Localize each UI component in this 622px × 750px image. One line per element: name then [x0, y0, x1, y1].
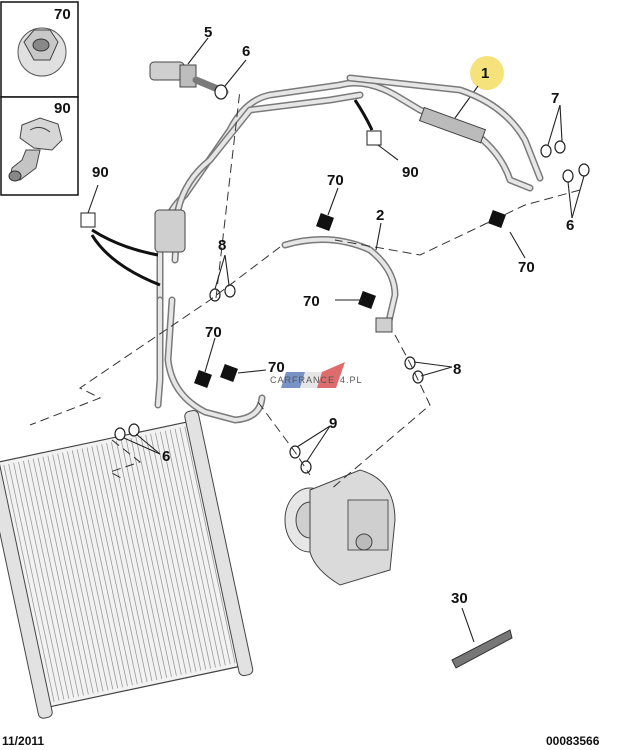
flag-red — [317, 362, 345, 388]
condenser-fin — [22, 460, 75, 698]
condenser-fin — [174, 428, 226, 666]
callout-90-left: 90 — [92, 164, 109, 181]
flag-blue — [281, 372, 305, 388]
hose-2 — [281, 236, 399, 333]
condenser-fin — [140, 435, 192, 673]
callout-1: 1 — [481, 65, 489, 82]
footer-reference: 00083566 — [546, 734, 600, 748]
condenser-fin — [91, 446, 143, 684]
callout-70-inset: 70 — [54, 6, 71, 23]
callout-90-inset: 90 — [54, 100, 71, 117]
callout-8-left: 8 — [218, 237, 226, 254]
hose-90-marker-right — [366, 130, 382, 146]
pipe-assembly-1 — [149, 61, 544, 424]
assembly-dashed-lines — [29, 89, 581, 491]
condenser-fin — [47, 455, 99, 693]
condenser-fin — [76, 449, 128, 687]
watermark-text: CARFRANCE — [270, 375, 335, 385]
callout-70-b: 70 — [518, 259, 535, 276]
footer-date: 11/2011 — [2, 734, 44, 748]
condenser-fin — [106, 443, 158, 681]
callout-70-c: 70 — [303, 293, 320, 310]
callout-70-e: 70 — [268, 359, 285, 376]
callout-7: 7 — [551, 90, 559, 107]
clip-70-d — [194, 370, 212, 388]
callout-70-a: 70 — [327, 172, 344, 189]
condenser-fin — [67, 451, 119, 689]
nut-icon — [17, 27, 67, 77]
clip-70-a — [316, 213, 334, 231]
callout-90-right: 90 — [402, 164, 419, 181]
callout-5: 5 — [204, 24, 212, 41]
pressure-sensor-5 — [149, 61, 229, 96]
condenser-fin — [150, 433, 202, 671]
flag-white — [300, 372, 322, 388]
hose-90-left-b — [91, 228, 159, 257]
condenser-fin — [155, 432, 207, 670]
condenser-fin — [145, 434, 197, 672]
leader-lines — [87, 37, 585, 462]
carfrance-watermark: CARFRANCE 4.PL — [270, 362, 363, 388]
condenser-fin — [18, 461, 70, 699]
callout-1-highlight — [470, 56, 504, 90]
condenser-fin — [81, 448, 133, 686]
condenser-fin — [101, 444, 153, 682]
condenser-fin — [111, 442, 163, 679]
flexible-hose — [418, 106, 487, 144]
callout-30: 30 — [451, 590, 468, 607]
leader-1 — [454, 85, 479, 119]
condenser-fin — [96, 445, 148, 683]
condenser-fin — [13, 462, 65, 700]
receiver-dryer — [154, 209, 186, 253]
condenser-fin — [57, 453, 109, 691]
o-ring-6-top — [214, 84, 228, 100]
condenser — [0, 409, 254, 719]
condenser-fin — [179, 427, 231, 665]
callout-9: 9 — [329, 415, 337, 432]
condenser-fin — [27, 459, 79, 697]
condenser-fin — [120, 440, 172, 677]
callout-70-d: 70 — [205, 324, 222, 341]
condenser-fin — [3, 464, 55, 702]
callout-8-right: 8 — [453, 361, 461, 378]
clip-70-b — [488, 210, 506, 228]
inset-panel: 70 90 — [0, 1, 79, 196]
condenser-fin — [37, 457, 89, 695]
watermark-suffix: 4.PL — [340, 375, 363, 385]
condenser-fin — [184, 426, 236, 664]
callout-6-right: 6 — [566, 217, 574, 234]
condenser-fin — [125, 438, 177, 676]
condenser-fin — [169, 429, 221, 667]
condenser-fin — [52, 454, 104, 692]
pipe-clip-icon — [8, 117, 63, 182]
condenser-fin — [130, 437, 182, 675]
condenser-fin — [159, 431, 212, 669]
o-rings — [114, 84, 590, 474]
callout-6-top: 6 — [242, 43, 250, 60]
condenser-fin — [62, 452, 114, 690]
condenser-fin — [135, 436, 187, 674]
condenser-fins — [3, 426, 236, 702]
callout-2: 2 — [376, 207, 384, 224]
clip-70-c — [358, 291, 376, 309]
condenser-fin — [86, 447, 138, 685]
condenser-fin — [32, 458, 84, 696]
callout-6-bottom: 6 — [162, 448, 170, 465]
foam-strip-30: 30 — [451, 590, 513, 669]
condenser-fin — [115, 441, 168, 678]
hose-90-marker-left — [80, 212, 96, 228]
condenser-fin — [8, 463, 60, 701]
hose-90-left-a — [90, 234, 161, 287]
condenser-fin — [71, 450, 124, 688]
condenser-fin — [42, 456, 94, 694]
condenser-fin — [164, 430, 216, 668]
compressor — [284, 469, 396, 586]
hose-90-right — [353, 99, 374, 131]
clip-70-e — [220, 364, 238, 382]
